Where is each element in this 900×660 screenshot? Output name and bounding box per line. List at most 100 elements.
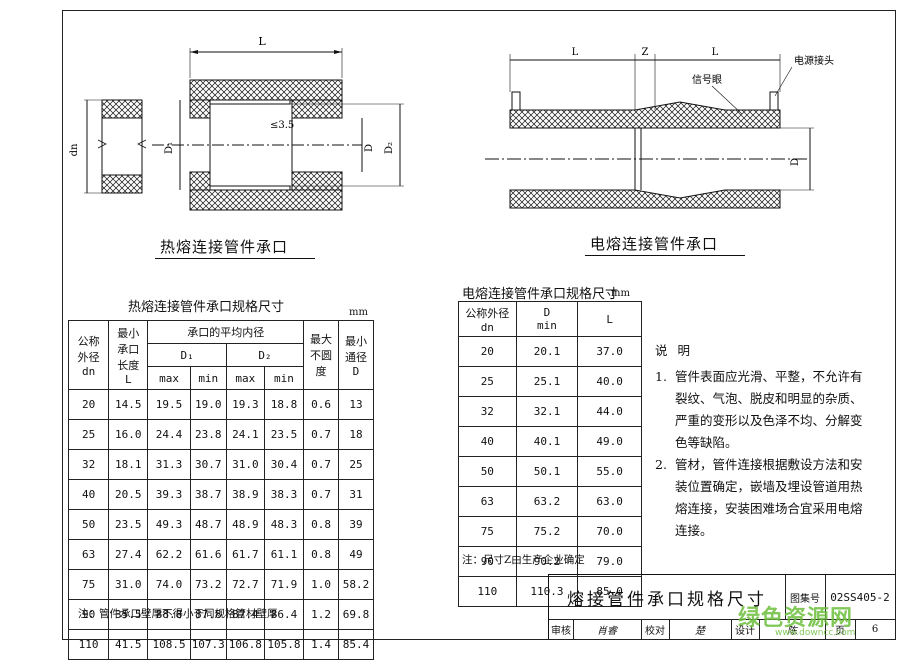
hot-table-note: 注：管件承口壁厚不得小于同规格管材壁厚 — [78, 608, 278, 620]
table-cell: 110 — [458, 576, 517, 607]
hdr-D1-min: min — [189, 366, 227, 390]
table-cell: 19.0 — [189, 389, 227, 420]
table-cell: 0.8 — [303, 509, 339, 540]
label-power: 电源接头 — [794, 54, 834, 67]
table-cell: 16.0 — [108, 419, 149, 450]
electrofusion-caption: 电熔连接管件承口 — [590, 235, 719, 253]
hot-melt-caption: 热熔连接管件承口 — [160, 238, 289, 256]
table-cell: 48.9 — [225, 509, 265, 540]
table-cell: 24.4 — [147, 419, 191, 450]
design-label: 设计 — [731, 619, 760, 639]
table-cell: 73.2 — [189, 569, 227, 600]
atlas-number: 02SS405-2 — [825, 575, 895, 620]
table-cell: 0.7 — [303, 449, 339, 480]
table-cell: 31 — [337, 479, 375, 510]
table-cell: 31.3 — [147, 449, 191, 480]
label-signal: 信号眼 — [692, 74, 722, 86]
explanation-text: 管材，管件连接根据敷设方法和安装位置确定，嵌墙及埋设管道用热熔连接，安装困难场合… — [675, 457, 863, 538]
table-cell: 86.4 — [263, 599, 305, 630]
electrofusion-caption-underline — [585, 255, 745, 256]
dim-L-right: L — [712, 47, 719, 58]
explanation-item: 1. 管件表面应光滑、平整，不允许有裂纹、气泡、脱皮和明显的杂质、严重的变形以及… — [655, 366, 870, 454]
page-number: 6 — [871, 623, 879, 635]
table-cell: 30.7 — [189, 449, 227, 480]
watermark-url: www.downcc.com — [775, 628, 856, 638]
table-cell: 75 — [458, 516, 517, 547]
table-cell: 38.9 — [225, 479, 265, 510]
page-label: 页 — [825, 619, 856, 639]
table-cell: 0.7 — [303, 419, 339, 450]
review-signature: 肖睿 — [573, 619, 642, 639]
table-cell: 63.2 — [515, 486, 579, 517]
electrofusion-socket-drawing: L Z L 信号眼 电源接头 D — [485, 47, 834, 209]
table-cell: 40.1 — [515, 426, 579, 457]
table-cell: 85.0 — [577, 576, 642, 607]
table-cell: 108.5 — [147, 629, 191, 660]
hdr-D1-max: max — [147, 366, 191, 390]
elec-hdr-L: L — [577, 301, 642, 337]
watermark-logo: 绿色资源网 — [738, 606, 854, 631]
table-cell: 88.8 — [147, 599, 191, 630]
title-block: 熔接管件承口规格尺寸 图集号 02SS405-2 审核 肖睿 校对 楚 设计 陈… — [548, 574, 895, 639]
hot-melt-caption-underline — [155, 258, 315, 259]
table-cell: 48.7 — [189, 509, 227, 540]
table-cell: 72.7 — [225, 569, 265, 600]
table-cell: 23.8 — [189, 419, 227, 450]
hot-melt-socket-drawing: dn L D₁ D D₂ ≤3.5 — [69, 35, 404, 211]
table-cell: 19.3 — [225, 389, 265, 420]
dim-L: L — [258, 35, 266, 48]
elec-table-note: 注：尺寸Z由生产企业确定 — [462, 554, 585, 566]
hdr-avg: 承口的平均内径 — [147, 320, 305, 344]
table-cell: 63 — [67, 539, 110, 570]
table-cell: 63.0 — [577, 486, 642, 517]
hdr-D2-max: max — [225, 366, 265, 390]
table-cell: 0.8 — [303, 539, 339, 570]
table-cell: 40 — [67, 479, 110, 510]
explanation-notes: 说明 1. 管件表面应光滑、平整，不允许有裂纹、气泡、脱皮和明显的杂质、严重的变… — [655, 340, 870, 542]
elec-table-unit: mm — [611, 288, 630, 299]
explanation-item: 2. 管材，管件连接根据敷设方法和安装位置确定，嵌墙及埋设管道用热熔连接，安装困… — [655, 454, 870, 542]
elec-table-title: 电熔连接管件承口规格尺寸 — [462, 287, 619, 302]
table-cell: 61.6 — [189, 539, 227, 570]
dim-D: D — [364, 144, 375, 152]
table-cell: 74.0 — [147, 569, 191, 600]
dim-elec-D: D — [790, 158, 801, 166]
table-cell: 41.5 — [108, 629, 149, 660]
design-signature: 陈 — [759, 619, 826, 639]
table-cell: 87.8 — [189, 599, 227, 630]
dim-step: ≤3.5 — [270, 120, 294, 131]
table-cell: 1.0 — [303, 569, 339, 600]
table-cell: 50.1 — [515, 456, 579, 487]
table-cell: 49.3 — [147, 509, 191, 540]
table-cell: 19.5 — [147, 389, 191, 420]
table-cell: 79.0 — [577, 546, 642, 577]
table-cell: 61.7 — [225, 539, 265, 570]
table-cell: 50 — [458, 456, 517, 487]
signature-row: 审核 肖睿 校对 楚 设计 陈 页 6 — [549, 619, 895, 639]
dim-L-left: L — [572, 47, 579, 58]
table-cell: 39.3 — [147, 479, 191, 510]
table-cell: 25.1 — [515, 366, 579, 397]
table-cell: 31.0 — [225, 449, 265, 480]
table-cell: 32 — [67, 449, 110, 480]
table-cell: 32 — [458, 396, 517, 427]
table-cell: 1.4 — [303, 629, 339, 660]
table-cell: 23.5 — [108, 509, 149, 540]
table-cell: 0.7 — [303, 479, 339, 510]
